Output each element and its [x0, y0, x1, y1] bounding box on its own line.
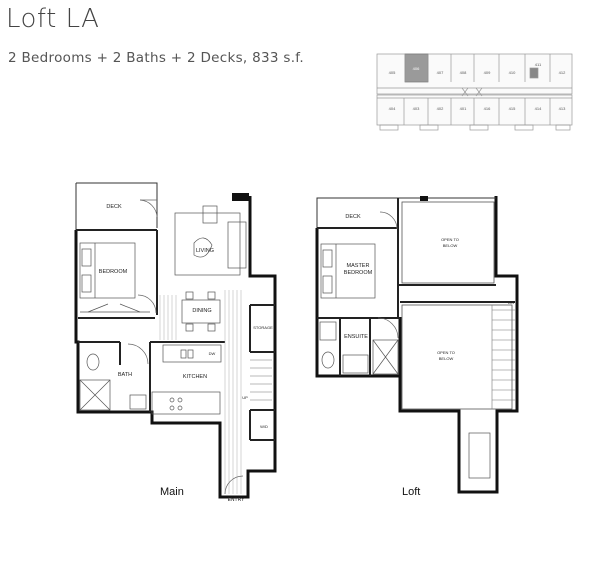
main-label-up: UP	[242, 395, 248, 400]
main-label-wd: W/D	[260, 424, 268, 429]
keyplan-unit-405: 405	[389, 70, 396, 75]
keyplan-unit-413: 413	[559, 106, 566, 111]
main-label-storage: STORAGE	[253, 325, 273, 330]
keyplan-unit-409: 409	[484, 70, 491, 75]
loft-label-master-line1: MASTER	[347, 263, 370, 269]
loft-exterior-walls	[315, 196, 519, 494]
main-column	[232, 193, 249, 201]
loft-column	[420, 196, 428, 201]
loft-interior-walls	[317, 198, 515, 376]
main-interior-walls	[76, 229, 275, 441]
keyplan-unit-408: 408	[460, 70, 467, 75]
loft-deck-outline	[316, 197, 496, 228]
loft-open-areas	[401, 201, 513, 410]
main-label-deck: DECK	[106, 204, 122, 210]
loft-ensuite-fixtures	[319, 321, 399, 375]
main-entry-door-swing	[224, 475, 244, 495]
keyplan-unit-406: 406	[413, 66, 420, 71]
main-label-dw: DW	[209, 351, 216, 356]
main-stair	[250, 359, 272, 401]
loft-deck-door-swing	[379, 211, 398, 230]
loft-label-ensuite: ENSUITE	[344, 334, 368, 340]
main-bedroom-door-swing	[137, 294, 157, 314]
keyplan-corridor-mark	[461, 87, 483, 97]
loft-ensuite-door-swing	[377, 317, 399, 339]
main-kitchen-counters	[151, 344, 222, 415]
main-label-kitchen: KITCHEN	[183, 374, 207, 380]
keyplan-unit-labels: 405 406 407 408 409 410 411 412 404 403 …	[389, 62, 566, 111]
loft-stair	[491, 305, 515, 409]
loft-floor-plan: DECK MASTER BEDROOM OPEN TO BELOW ENSUIT…	[315, 196, 519, 494]
plan-title: Loft LA	[6, 4, 100, 34]
keyplan-core	[529, 67, 539, 79]
main-label-bedroom: BEDROOM	[99, 269, 128, 275]
main-dining-table	[181, 291, 221, 332]
keyplan-unit-411: 411	[535, 62, 542, 67]
keyplan-unit-402: 402	[437, 106, 444, 111]
main-floor-plan: DECK LIVING BEDROOM DINING STORAGE DW BA…	[74, 182, 277, 503]
loft-label-open2-line2: BELOW	[439, 356, 454, 361]
loft-room-labels: DECK MASTER BEDROOM OPEN TO BELOW ENSUIT…	[344, 214, 514, 361]
main-bed	[79, 242, 136, 299]
loft-label-master-line2: BEDROOM	[344, 270, 373, 276]
keyplan-bottom-block	[376, 94, 573, 126]
loft-label-dn: DN	[508, 300, 514, 305]
main-floor-label: Main	[160, 486, 184, 498]
keyplan-unit-401: 401	[460, 106, 467, 111]
main-label-dining: DINING	[192, 308, 211, 314]
main-deck-outline	[75, 182, 158, 230]
main-bath-door-swing	[127, 343, 149, 365]
main-bath-fixtures	[79, 353, 147, 411]
keyplan-bottom-dividers	[403, 98, 551, 125]
main-label-entry: ENTRY	[228, 497, 246, 503]
keyplan-unit-416: 416	[484, 106, 491, 111]
main-label-living: LIVING	[196, 248, 214, 254]
keyplan-unit-407: 407	[437, 70, 444, 75]
main-floor-hatch	[159, 290, 242, 494]
keyplan-unit-415: 415	[509, 106, 516, 111]
keyplan-top-dividers	[404, 54, 551, 82]
loft-label-open1-line1: OPEN TO	[441, 237, 459, 242]
loft-label-open2-line1: OPEN TO	[437, 350, 455, 355]
plan-subtitle: 2 Bedrooms + 2 Baths + 2 Decks, 833 s.f.	[8, 50, 304, 66]
main-deck-door-swing	[139, 199, 158, 218]
loft-bed	[320, 243, 376, 299]
main-living-furniture	[174, 205, 247, 276]
keyplan-unit-404: 404	[389, 106, 396, 111]
loft-label-deck: DECK	[345, 214, 361, 220]
main-label-bath: BATH	[118, 372, 132, 378]
keyplan-unit-403: 403	[413, 106, 420, 111]
main-room-labels: DECK LIVING BEDROOM DINING STORAGE DW BA…	[99, 204, 273, 503]
main-closet	[80, 303, 150, 313]
keyplan-unit-410: 410	[509, 70, 516, 75]
main-exterior-walls	[74, 196, 277, 499]
loft-window-seat	[468, 432, 491, 479]
loft-label-open1-line2: BELOW	[443, 243, 458, 248]
loft-floor-label: Loft	[402, 486, 421, 498]
key-plan	[376, 53, 573, 131]
keyplan-balconies	[379, 124, 571, 131]
keyplan-unit-412: 412	[559, 70, 566, 75]
keyplan-unit-414: 414	[535, 106, 542, 111]
